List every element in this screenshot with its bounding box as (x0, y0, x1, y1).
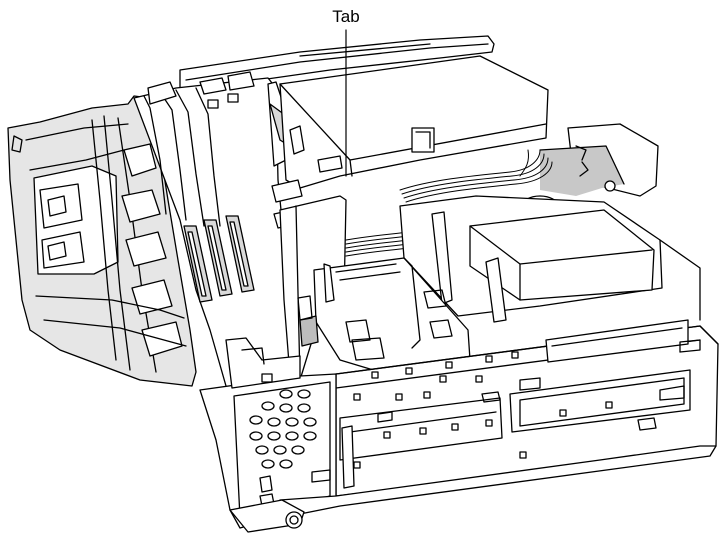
pci-card-slots (133, 71, 301, 401)
middle-drive-sled (297, 257, 471, 373)
chassis-foot (229, 445, 717, 533)
fan-grille-panel (199, 337, 337, 529)
fan-vent-holes (249, 389, 317, 469)
tab-callout-label: Tab (332, 7, 359, 26)
removed-side-panel (7, 95, 197, 387)
upper-drive-bay (399, 195, 701, 323)
